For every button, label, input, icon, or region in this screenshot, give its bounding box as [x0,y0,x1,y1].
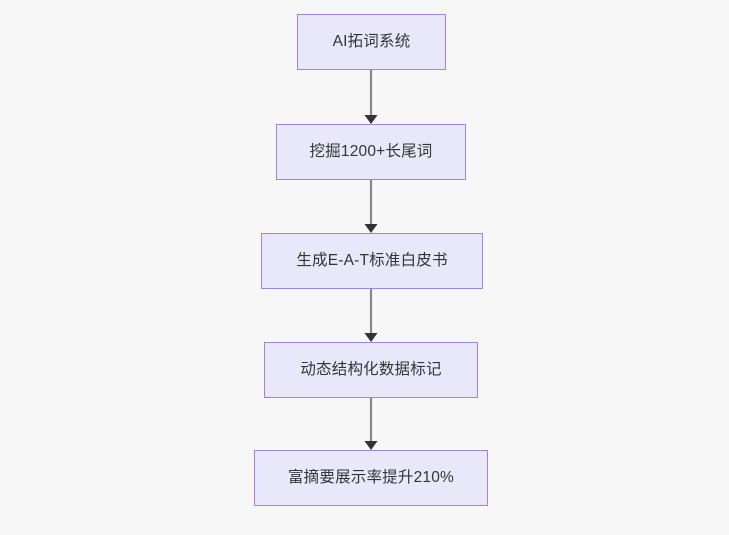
flow-node-dynamic-structured-data-markup[interactable]: 动态结构化数据标记 [264,342,478,398]
flow-node-label: 挖掘1200+长尾词 [309,142,433,160]
connector-node3-node4 [359,289,383,342]
flow-node-label: 富摘要展示率提升210% [287,468,455,486]
flow-node-label: AI拓词系统 [332,32,411,50]
flow-node-generate-eat-whitepaper[interactable]: 生成E-A-T标准白皮书 [261,233,483,289]
connector-node4-node5 [359,398,383,450]
connector-node2-node3 [359,180,383,233]
flow-node-mine-longtail-keywords[interactable]: 挖掘1200+长尾词 [276,124,466,180]
flow-node-label: 生成E-A-T标准白皮书 [296,251,448,269]
flow-node-label: 动态结构化数据标记 [300,360,442,378]
connector-node1-node2 [359,70,383,124]
flow-node-rich-snippet-rate-increase[interactable]: 富摘要展示率提升210% [254,450,488,506]
flow-node-ai-keyword-system[interactable]: AI拓词系统 [297,14,446,70]
